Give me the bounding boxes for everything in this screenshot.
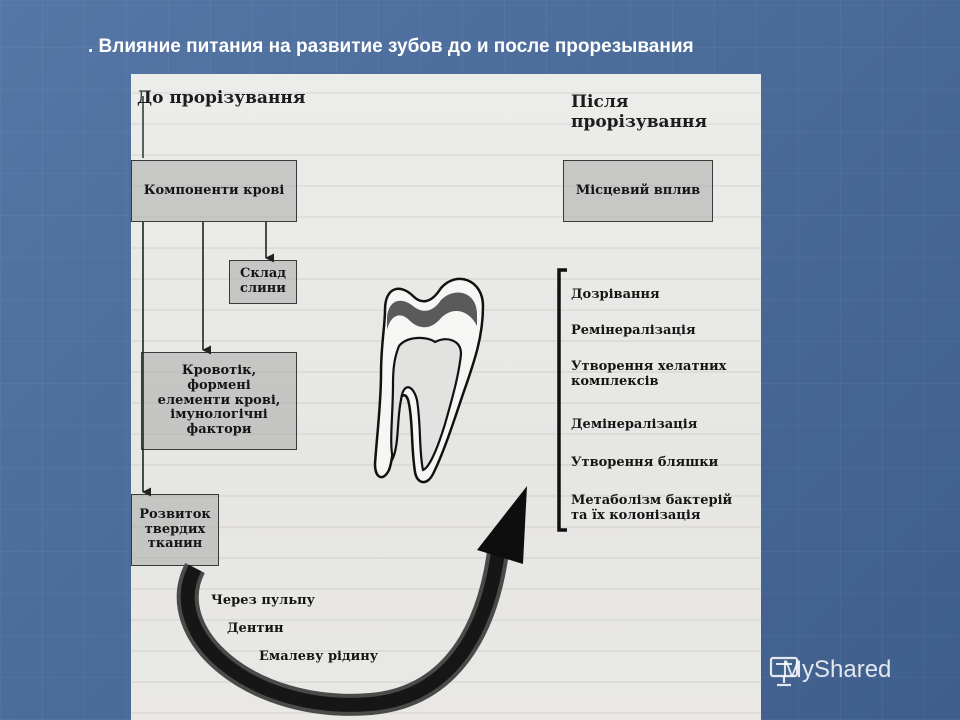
- box-hard-tissue: Розвиток твердих тканин: [131, 494, 219, 566]
- after-item-remineralization: Ремінералізація: [571, 323, 696, 338]
- presentation-board-icon: [769, 656, 799, 687]
- curved-arrow-body-shadow: [176, 542, 510, 716]
- box-blood-flow: Кровотік, формені елементи крові, імунол…: [141, 352, 297, 450]
- header-after-eruption: Після прорізування: [571, 92, 708, 132]
- path-label-through-pulp: Через пульпу: [211, 593, 315, 608]
- tooth-pulp: [390, 336, 463, 472]
- after-item-chelate-complexes: Утворення хелатних комплексів: [571, 359, 727, 389]
- diagram-graphics: [142, 96, 567, 716]
- tooth-enamel: [387, 292, 477, 330]
- box-saliva-label: Склад слини: [240, 266, 286, 296]
- box-blood-flow-label: Кровотік, формені елементи крові, імунол…: [157, 362, 281, 438]
- curved-arrow-head: [477, 486, 527, 564]
- after-item-demineralization: Демінералізація: [571, 417, 698, 432]
- box-blood-components-label: Компоненти крові: [143, 182, 285, 198]
- watermark-text: MyShared: [782, 656, 892, 683]
- diagram-scan: До прорізування Після прорізування Компо…: [131, 74, 761, 720]
- box-saliva: Склад слини: [229, 260, 297, 304]
- path-label-enamel-fluid: Емалеву рідину: [259, 649, 379, 664]
- bracket-after-eruption: [557, 268, 567, 532]
- after-item-plaque-formation: Утворення бляшки: [571, 455, 719, 470]
- curved-arrow-body: [180, 543, 506, 712]
- curved-arrow-to-tooth: [176, 486, 527, 716]
- tooth-icon: [373, 277, 485, 484]
- after-item-bacterial-metabolism: Метаболізм бактерій та їх колонізація: [571, 493, 733, 523]
- box-local-effect: Місцевий вплив: [563, 160, 713, 222]
- flow-arrows: [142, 96, 274, 497]
- box-hard-tissue-label: Розвиток твердих тканин: [139, 506, 211, 552]
- path-label-dentin: Дентин: [227, 621, 284, 636]
- header-before-eruption: До прорізування: [137, 88, 306, 108]
- after-item-maturation: Дозрівання: [571, 287, 660, 302]
- slide-title: . Влияние питания на развитие зубов до и…: [88, 36, 694, 57]
- box-blood-components: Компоненти крові: [131, 160, 297, 222]
- box-local-effect-label: Місцевий вплив: [575, 182, 701, 198]
